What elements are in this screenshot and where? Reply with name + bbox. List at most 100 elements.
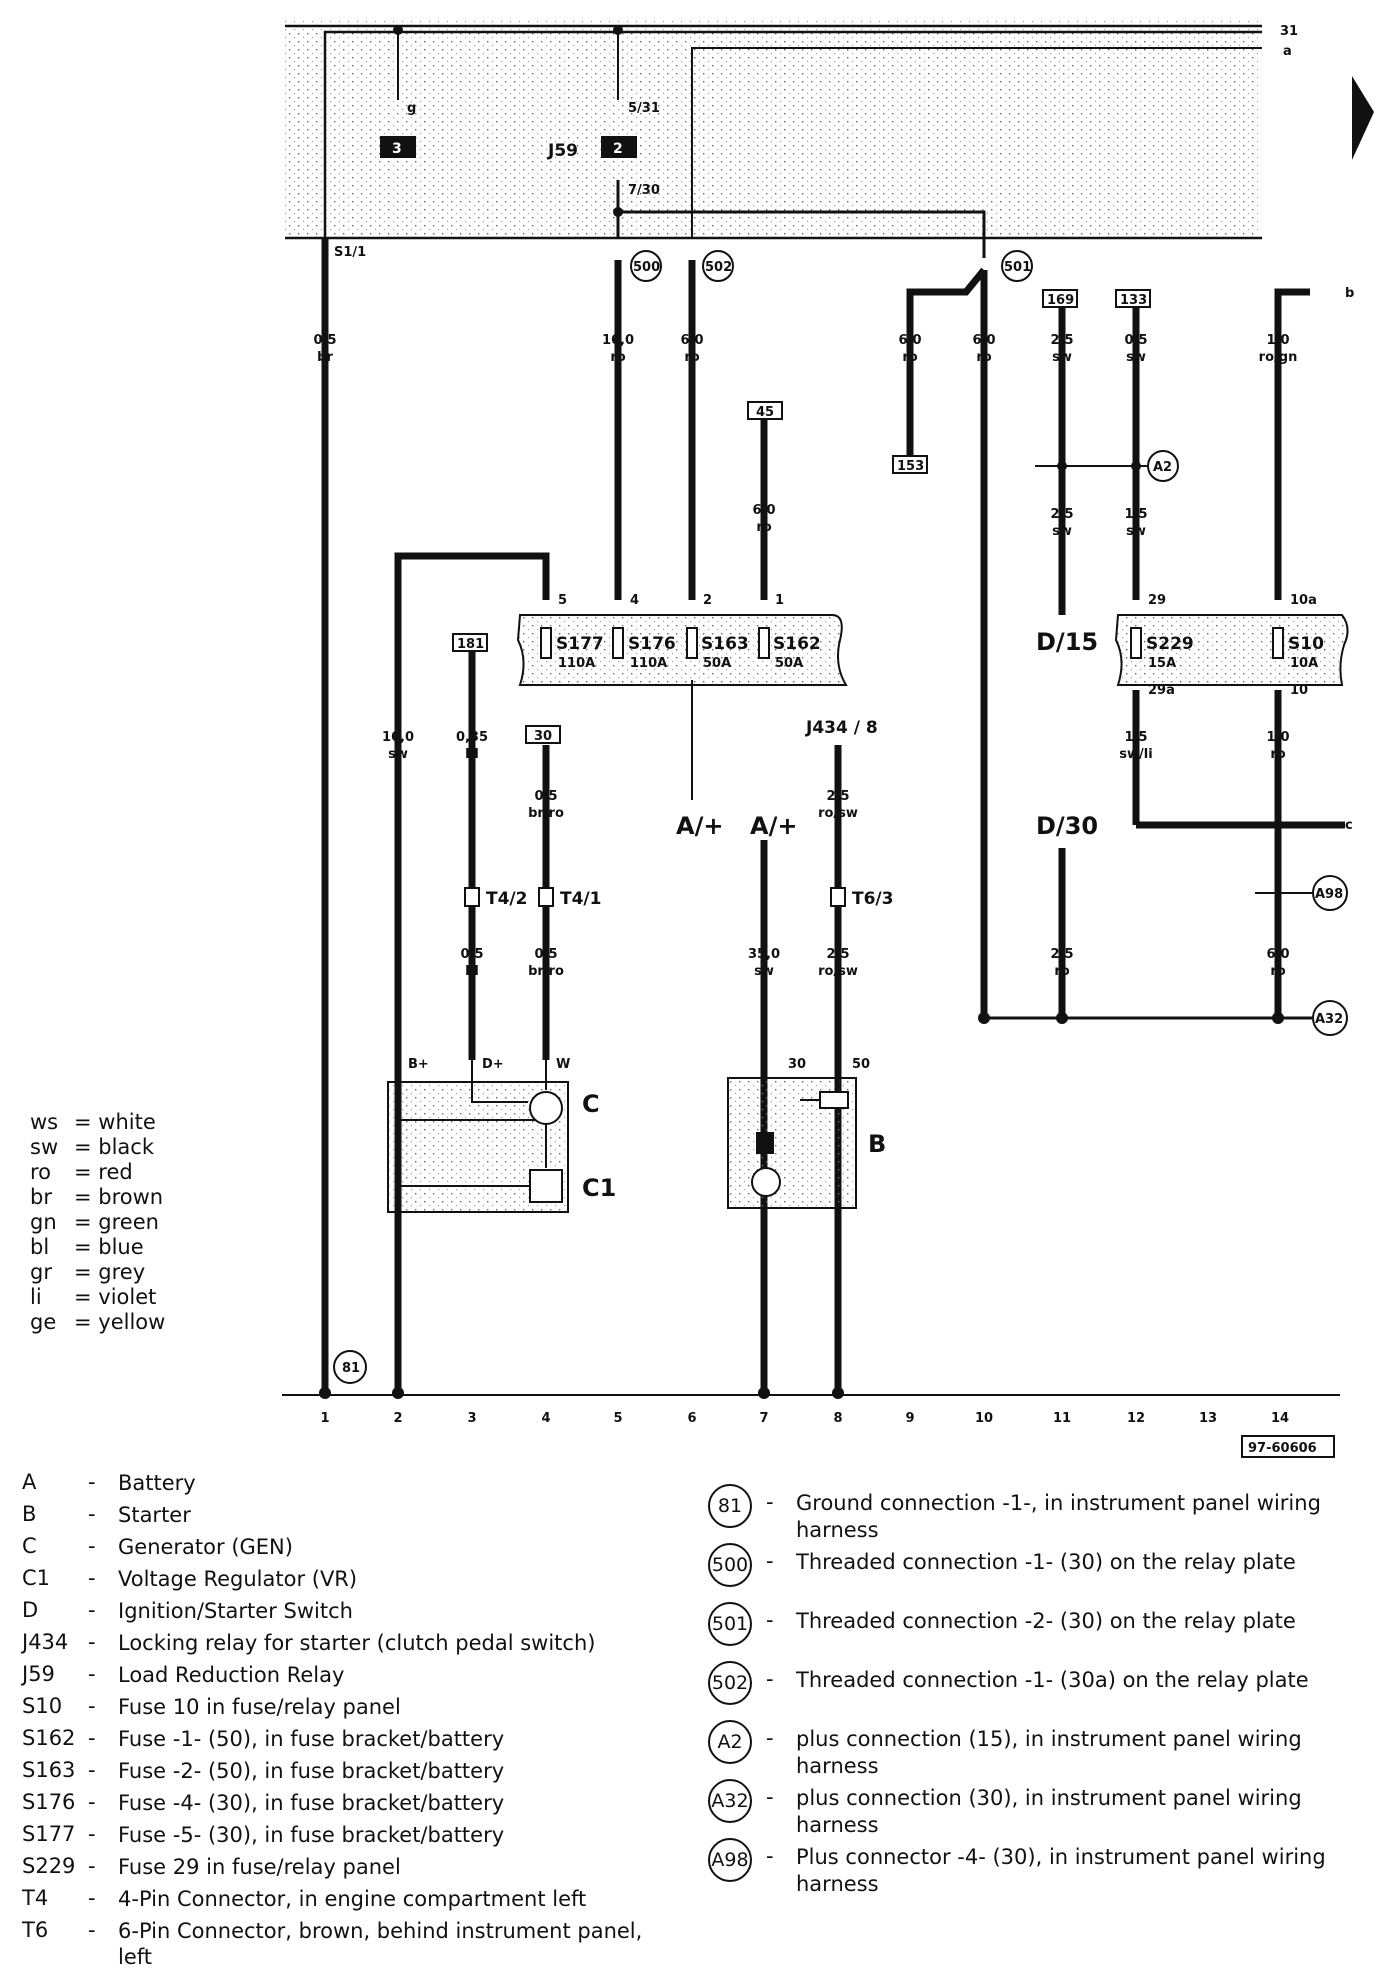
svg-text:6.0: 6.0 (752, 503, 775, 518)
legend-item: J434-Locking relay for starter (clutch p… (22, 1630, 596, 1655)
color-code-row: gn= green (30, 1210, 159, 1234)
reference-boxes (452, 289, 1151, 744)
svg-text:14: 14 (1271, 1411, 1289, 1426)
box-153: 153 (897, 459, 924, 474)
junction-dot (393, 25, 403, 35)
color-code-row: ge= yellow (30, 1310, 166, 1334)
pin-w: W (556, 1057, 570, 1072)
fuse-pin-1: 1 (775, 593, 784, 608)
fuse-pin-2: 2 (703, 593, 712, 608)
relay-box-3-label: 3 (392, 141, 402, 157)
legend-item: S177-Fuse -5- (30), in fuse bracket/batt… (22, 1822, 505, 1847)
svg-text:ro/gn: ro/gn (1259, 350, 1298, 365)
svg-text:1: 1 (320, 1411, 329, 1426)
connector-t41: T4/1 (560, 889, 601, 909)
legend-item: 81-Ground connection -1-, in instrument … (708, 1484, 1348, 1549)
relay-s11: S1/1 (334, 245, 366, 260)
svg-text:br/ro: br/ro (528, 806, 564, 821)
connection-circles (333, 250, 1348, 1384)
svg-text:8: 8 (833, 1411, 842, 1426)
legend-item: T4-4-Pin Connector, in engine compartmen… (22, 1886, 587, 1911)
generator-label: C (582, 1090, 600, 1118)
color-code-row: gr= grey (30, 1260, 146, 1284)
circle-502: 502 (705, 260, 732, 275)
fuse-s162: S162 (773, 634, 821, 654)
starter-label: B (868, 1130, 886, 1158)
svg-text:7: 7 (759, 1411, 768, 1426)
relay-pin-g: g (407, 101, 416, 116)
circle-500: 500 (633, 260, 660, 275)
legend-item: S176-Fuse -4- (30), in fuse bracket/batt… (22, 1790, 505, 1815)
svg-text:2,5: 2,5 (826, 789, 849, 804)
bus-label-31: 31 (1280, 24, 1298, 39)
svg-text:2,5: 2,5 (1050, 507, 1073, 522)
svg-text:4: 4 (541, 1411, 550, 1426)
fuse-symbols (540, 627, 1284, 659)
legend-item: J59-Load Reduction Relay (22, 1662, 345, 1687)
fuse-pin-5: 5 (558, 593, 567, 608)
bus-label-a: a (1283, 44, 1292, 59)
svg-text:6,0: 6,0 (972, 333, 995, 348)
diagram-id: 97-60606 (1248, 1441, 1317, 1456)
relay-pin-730: 7/30 (628, 183, 660, 198)
battery-label-left: A/+ (676, 812, 723, 840)
legend-item: A32-plus connection (30), in instrument … (708, 1779, 1348, 1844)
box-169: 169 (1047, 293, 1074, 308)
switch-d30: D/30 (1036, 812, 1098, 840)
fuse-pin-29: 29 (1148, 593, 1166, 608)
svg-text:1,5: 1,5 (1124, 507, 1147, 522)
svg-text:1,5: 1,5 (1124, 730, 1147, 745)
color-code-row: sw= black (30, 1135, 155, 1159)
svg-text:sw: sw (1052, 524, 1072, 539)
svg-text:ro/sw: ro/sw (818, 964, 858, 979)
circle-81: 81 (342, 1361, 360, 1376)
svg-text:2,5: 2,5 (1050, 947, 1073, 962)
svg-text:sw: sw (1126, 350, 1146, 365)
fuse-s177: S177 (556, 634, 604, 654)
junction-dot (613, 207, 623, 217)
svg-text:br: br (317, 350, 333, 365)
next-page-arrow-icon[interactable] (1352, 76, 1374, 160)
svg-text:10: 10 (975, 1411, 993, 1426)
fuse-s163: S163 (701, 634, 749, 654)
pin-30: 30 (788, 1057, 806, 1072)
connector-symbols (464, 887, 846, 907)
bus-label-b: b (1345, 286, 1354, 301)
fuse-panel (1114, 614, 1349, 686)
component-legend: A-Battery B-Starter C-Generator (GEN) C1… (22, 1470, 662, 1970)
relay-501-feed (618, 210, 986, 258)
svg-text:12: 12 (1127, 1411, 1145, 1426)
legend-item: A2-plus connection (15), in instrument p… (708, 1720, 1348, 1785)
legend-item: S229-Fuse 29 in fuse/relay panel (22, 1854, 401, 1879)
legend-item: 501-Threaded connection -2- (30) on the … (708, 1602, 1348, 1667)
svg-text:6,0: 6,0 (1266, 947, 1289, 962)
svg-text:3: 3 (467, 1411, 476, 1426)
svg-text:35,0: 35,0 (748, 947, 780, 962)
pin-50: 50 (852, 1057, 870, 1072)
color-code-legend: ws= white sw= black ro= red br= brown gn… (30, 1110, 165, 1335)
svg-text:5: 5 (613, 1411, 622, 1426)
svg-text:6,0: 6,0 (680, 333, 703, 348)
circle-a32: A32 (1315, 1012, 1343, 1027)
svg-text:ro: ro (976, 350, 991, 365)
connection-legend: 81-Ground connection -1-, in instrument … (708, 1484, 1348, 1903)
legend-item: B-Starter (22, 1502, 191, 1527)
svg-text:0,5: 0,5 (313, 333, 336, 348)
svg-text:0,35: 0,35 (456, 730, 488, 745)
svg-text:ro: ro (610, 350, 625, 365)
svg-text:0,5: 0,5 (460, 947, 483, 962)
legend-item: T6-6-Pin Connector, brown, behind instru… (22, 1918, 643, 1969)
svg-text:13: 13 (1199, 1411, 1217, 1426)
svg-text:6,0: 6,0 (898, 333, 921, 348)
color-code-row: br= brown (30, 1185, 164, 1209)
color-code-row: li= violet (30, 1285, 157, 1309)
svg-text:sw: sw (1052, 350, 1072, 365)
box-45: 45 (756, 405, 774, 420)
svg-text:2: 2 (393, 1411, 402, 1426)
svg-text:2,5: 2,5 (1050, 333, 1073, 348)
svg-text:sw: sw (1126, 524, 1146, 539)
switch-d15: D/15 (1036, 628, 1098, 656)
legend-item: A-Battery (22, 1470, 196, 1495)
legend-item: C1-Voltage Regulator (VR) (22, 1566, 358, 1591)
